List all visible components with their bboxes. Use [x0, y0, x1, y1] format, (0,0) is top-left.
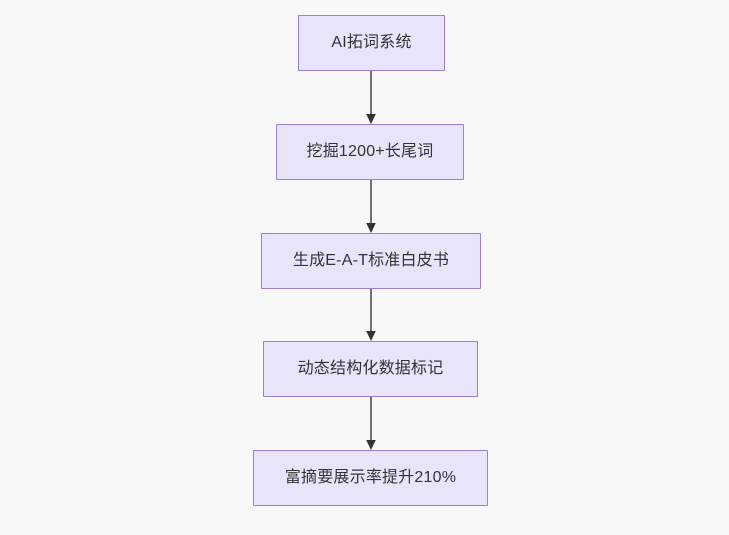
flow-node-generate-eat-whitepaper[interactable]: 生成E-A-T标准白皮书: [261, 233, 481, 289]
flow-node-ai-keyword-expansion-system[interactable]: AI拓词系统: [298, 15, 445, 71]
flow-node-label: 生成E-A-T标准白皮书: [292, 252, 450, 270]
flow-node-label: 挖掘1200+长尾词: [306, 143, 434, 161]
edge-node2-to-node3: [361, 180, 381, 233]
flow-node-mine-longtail-keywords[interactable]: 挖掘1200+长尾词: [276, 124, 464, 180]
flow-node-label: 富摘要展示率提升210%: [284, 469, 457, 487]
flow-node-dynamic-structured-data-markup[interactable]: 动态结构化数据标记: [263, 341, 478, 397]
flow-node-label: AI拓词系统: [331, 34, 412, 52]
flow-node-label: 动态结构化数据标记: [297, 360, 444, 378]
edge-node3-to-node4: [361, 289, 381, 341]
edge-node4-to-node5: [361, 397, 381, 450]
edge-node1-to-node2: [361, 71, 381, 124]
flow-node-rich-snippet-display-rate[interactable]: 富摘要展示率提升210%: [253, 450, 488, 506]
